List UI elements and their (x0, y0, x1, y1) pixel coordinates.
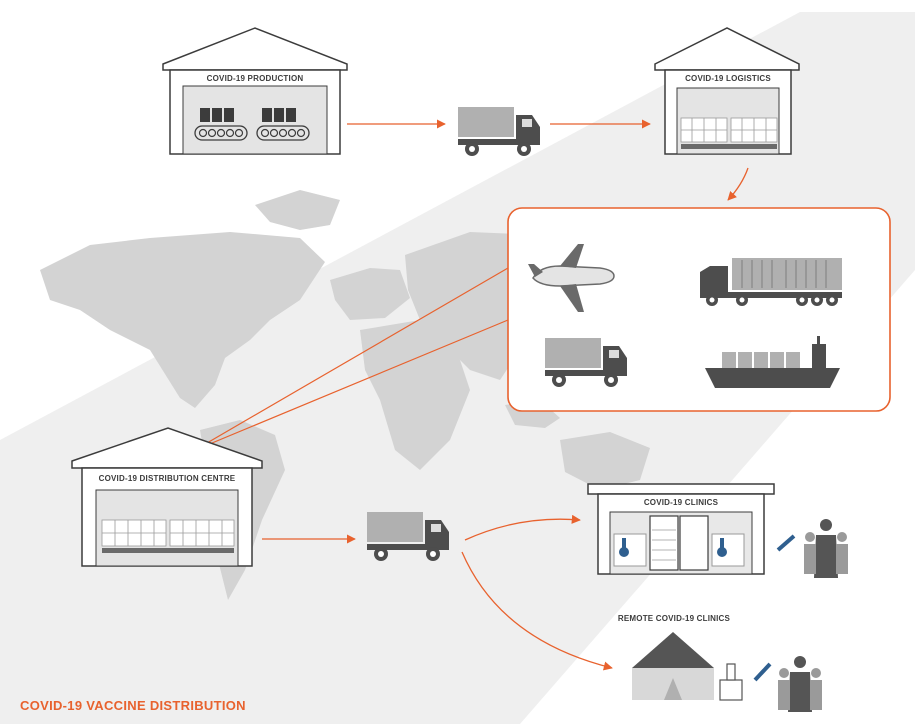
distribution-centre-label: COVID-19 DISTRIBUTION CENTRE (98, 474, 236, 483)
production-warehouse (162, 27, 348, 155)
remote-clinic-tent (632, 632, 743, 701)
distribution-centre-warehouse (71, 427, 263, 567)
diagram-title: COVID-19 VACCINE DISTRIBUTION (20, 698, 246, 713)
people-icon (804, 519, 848, 578)
clinics-building (587, 483, 775, 575)
logistics-warehouse (654, 27, 800, 155)
remote-clinics-label: REMOTE COVID-19 CLINICS (617, 614, 731, 623)
production-label: COVID-19 PRODUCTION (206, 74, 304, 83)
logistics-label: COVID-19 LOGISTICS (685, 74, 771, 83)
syringe-icon (753, 662, 772, 682)
container-truck-icon (700, 258, 842, 306)
flow-arrow (464, 514, 581, 541)
flow-arrow (461, 551, 613, 671)
clinics-label: COVID-19 CLINICS (643, 498, 719, 507)
cargo-ship-icon (705, 336, 840, 388)
connector-line (194, 267, 509, 451)
production-truck (458, 107, 540, 156)
people-icon (778, 656, 822, 712)
airplane-icon (528, 244, 615, 312)
connector-line (199, 319, 509, 449)
syringe-icon (776, 534, 796, 552)
flow-arrow (727, 167, 749, 201)
